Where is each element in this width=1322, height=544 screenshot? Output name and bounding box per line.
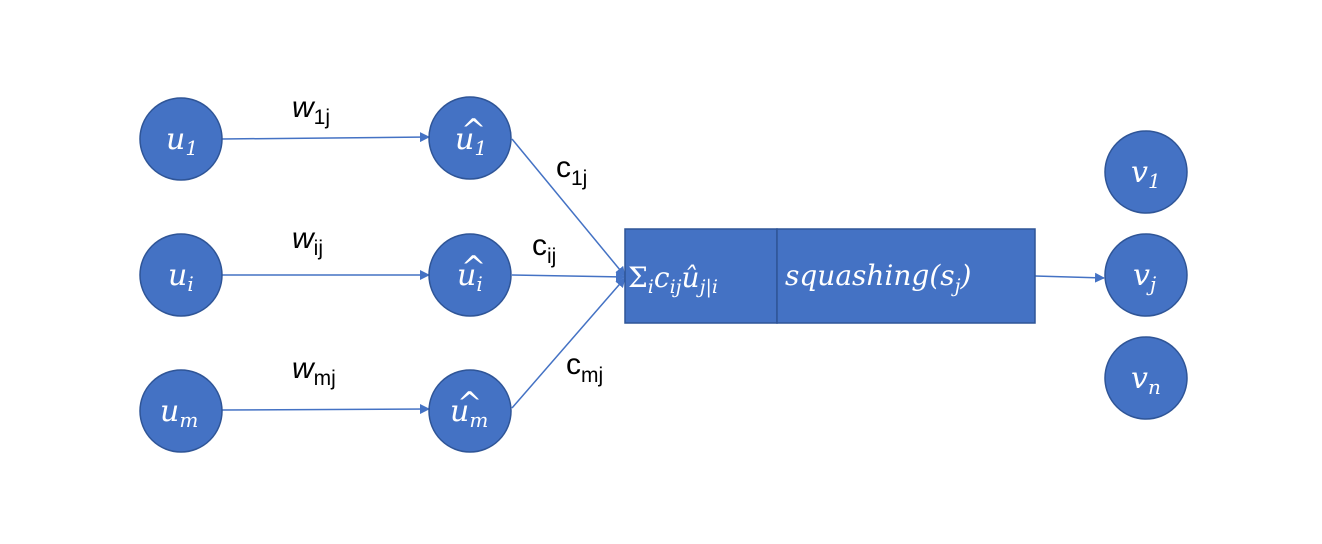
hat-mark: ^: [461, 113, 486, 148]
hat-mark: ^: [457, 386, 482, 421]
node-um: um: [139, 369, 223, 453]
edge-u1-uhat1: [221, 132, 430, 143]
sigma-symbol: Σ: [628, 261, 648, 294]
node-ui: ui: [139, 233, 223, 317]
node-vj: vj: [1104, 233, 1188, 317]
label-wij: wij: [292, 222, 323, 260]
hat-mark: ^: [461, 250, 486, 285]
svg-text:vj: vj: [1133, 258, 1156, 296]
label-c1j: c1j: [556, 151, 587, 190]
svg-text:u1: u1: [455, 122, 487, 160]
node-v1: v1: [1104, 130, 1188, 214]
edge-uhati-box: [511, 271, 626, 282]
edge-box-vj: [1034, 272, 1105, 283]
label-w1j: w1j: [292, 91, 330, 129]
edge-um-uhatm: [221, 404, 430, 415]
label-cij: cij: [532, 229, 556, 268]
node-uhati: ^ ui: [428, 233, 512, 317]
svg-text:um: um: [160, 394, 198, 432]
squashing-label: squashing(sj): [785, 259, 971, 297]
label-wmj: wmj: [292, 352, 336, 390]
svg-text:ui: ui: [457, 258, 483, 296]
edge-uhat1-box: [511, 138, 626, 277]
svg-text:v1: v1: [1131, 155, 1161, 193]
label-cmj: cmj: [566, 348, 603, 387]
svg-text:um: um: [450, 394, 488, 432]
weighted-sum-label: Σicijûj|i: [628, 261, 718, 298]
svg-text:vn: vn: [1131, 361, 1161, 399]
edge-uhatm-box: [511, 277, 626, 409]
routing-box-sum: [624, 228, 778, 324]
node-uhat1: ^ u1: [428, 96, 512, 180]
svg-text:u1: u1: [166, 122, 198, 160]
node-vn: vn: [1104, 336, 1188, 420]
routing-box-squash: [776, 228, 1036, 324]
svg-text:ui: ui: [168, 258, 194, 296]
node-uhatm: ^ um: [428, 369, 512, 453]
node-u1: u1: [139, 97, 223, 181]
